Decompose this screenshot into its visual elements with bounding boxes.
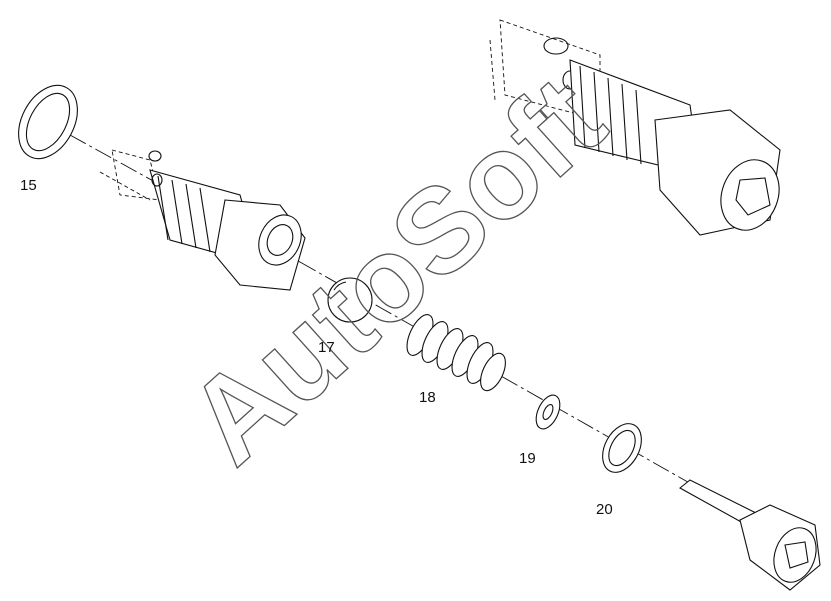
o-ring-15	[18, 84, 78, 160]
valve-body-small	[99, 149, 306, 291]
o-ring-20	[602, 423, 642, 473]
spring-18	[406, 314, 506, 392]
ball-17	[327, 277, 373, 323]
part-label-15: 15	[20, 177, 37, 194]
valve-body-large	[489, 19, 781, 236]
washer-19	[535, 394, 561, 430]
plug-screw	[679, 479, 821, 591]
part-label-20: 20	[596, 501, 613, 518]
part-label-18: 18	[419, 389, 436, 406]
part-label-19: 19	[519, 450, 536, 467]
part-label-17: 17	[318, 339, 335, 356]
